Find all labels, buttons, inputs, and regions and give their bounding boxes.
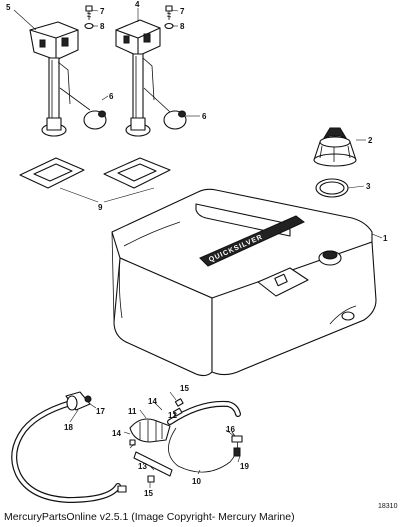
gasket-right[interactable] (103, 157, 171, 189)
washer-left[interactable] (84, 22, 94, 30)
leader-lines (13, 8, 383, 488)
callout-11: 11 (128, 407, 137, 416)
callout-19: 19 (240, 462, 249, 471)
callout-17: 17 (96, 407, 105, 416)
fuel-tank[interactable]: QUICKSILVER (111, 188, 377, 377)
callout-6-right: 6 (202, 112, 207, 121)
primer-bulb[interactable] (129, 418, 171, 443)
callout-18: 18 (64, 423, 73, 432)
callout-14-top: 14 (148, 397, 157, 406)
callout-3: 3 (366, 182, 371, 191)
tank-connector[interactable] (65, 391, 92, 411)
callout-9: 9 (98, 203, 103, 212)
callout-15-bottom: 15 (144, 489, 153, 498)
callout-2: 2 (368, 136, 373, 145)
screw-left[interactable] (85, 5, 93, 20)
screw-right[interactable] (165, 5, 173, 20)
callout-16: 16 (226, 425, 235, 434)
callout-15-top: 15 (180, 384, 189, 393)
callout-1: 1 (383, 234, 388, 243)
sending-unit-left[interactable] (29, 21, 107, 137)
fuel-hose-long[interactable] (11, 397, 121, 504)
callout-5: 5 (6, 3, 11, 12)
callout-8-left: 8 (100, 22, 105, 31)
gasket-left[interactable] (19, 157, 85, 189)
fuel-hose-short[interactable] (167, 400, 241, 473)
fitting-lower[interactable] (117, 439, 173, 493)
callout-12: 12 (168, 411, 177, 420)
washer-right[interactable] (164, 22, 174, 30)
drawing-number: 18310 (378, 503, 398, 510)
callout-6-left: 6 (109, 92, 114, 101)
callout-10: 10 (192, 477, 201, 486)
callout-8-right: 8 (180, 22, 185, 31)
hose-clamp[interactable] (172, 398, 184, 417)
float-left[interactable] (83, 110, 107, 130)
sending-unit-right[interactable] (115, 19, 187, 137)
fill-cap[interactable] (313, 127, 357, 167)
callout-13: 13 (138, 462, 147, 471)
callout-4: 4 (135, 0, 140, 9)
callout-7-left: 7 (100, 7, 105, 16)
copyright-notice: MercuryPartsOnline v2.5.1 (Image Copyrig… (4, 511, 295, 523)
callout-14-bottom: 14 (112, 429, 121, 438)
callout-7-right: 7 (180, 7, 185, 16)
o-ring[interactable] (315, 178, 349, 198)
callouts: 5 4 7 8 7 8 6 6 9 2 3 1 17 18 11 14 15 1… (6, 0, 398, 510)
float-right[interactable] (163, 110, 187, 130)
engine-connector[interactable] (231, 435, 243, 457)
